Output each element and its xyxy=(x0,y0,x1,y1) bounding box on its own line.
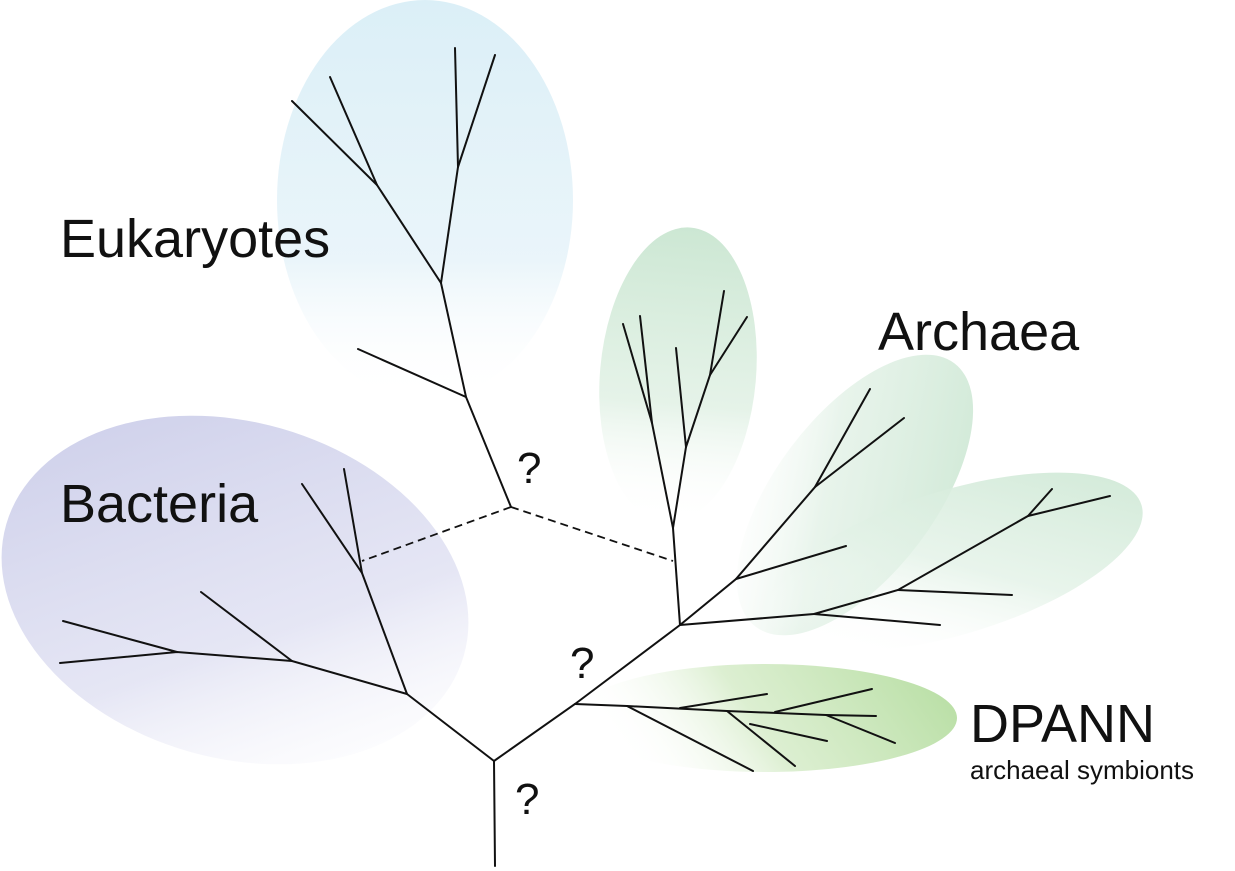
uncertainty-mark: ? xyxy=(570,639,594,688)
bacteria-branch xyxy=(200,591,293,662)
dpann-branch xyxy=(774,688,873,713)
dpann-sublabel: archaeal symbionts xyxy=(970,755,1194,785)
archaea-branch xyxy=(1027,488,1053,517)
dpann-branch xyxy=(749,723,828,742)
archaea-branch xyxy=(897,589,1013,596)
tree-branches xyxy=(59,47,1111,867)
archaea-branch xyxy=(735,545,847,580)
eukaryotes-branch xyxy=(457,54,496,168)
bacteria-branch xyxy=(343,468,363,574)
uncertainty-mark: ? xyxy=(517,444,541,493)
bacteria-stem xyxy=(406,693,495,762)
bacteria-branch xyxy=(59,650,408,695)
archaea-region-3 xyxy=(767,472,1143,652)
eukaryotes-region xyxy=(277,0,573,400)
dpann-label: DPANN xyxy=(970,694,1155,754)
archaea-branch xyxy=(622,323,681,626)
archaea-label: Archaea xyxy=(878,302,1080,362)
archaea-branch xyxy=(813,613,941,626)
uncertainty-mark: ? xyxy=(515,775,539,824)
archaea-branch xyxy=(814,417,905,488)
dpann-branch xyxy=(679,693,768,709)
bacteria-label: Bacteria xyxy=(60,474,259,534)
eukaryotes-branch xyxy=(329,76,378,186)
dpann-branch xyxy=(726,710,796,767)
dpann-region xyxy=(573,664,957,772)
dpann-branch xyxy=(626,705,754,772)
root-branch xyxy=(493,760,496,867)
eukaryotes-branch xyxy=(357,348,467,398)
uncertain-link-bacteria xyxy=(361,506,512,562)
bacteria-branch xyxy=(62,620,178,653)
archaea-branch xyxy=(639,315,653,424)
archaea-branch xyxy=(679,388,871,626)
eukaryotes-label: Eukaryotes xyxy=(60,209,330,269)
uncertain-link-archaea xyxy=(510,506,674,562)
bacteria-region xyxy=(1,415,469,765)
dpann-branch xyxy=(825,714,896,744)
archaea-branch xyxy=(709,316,748,376)
